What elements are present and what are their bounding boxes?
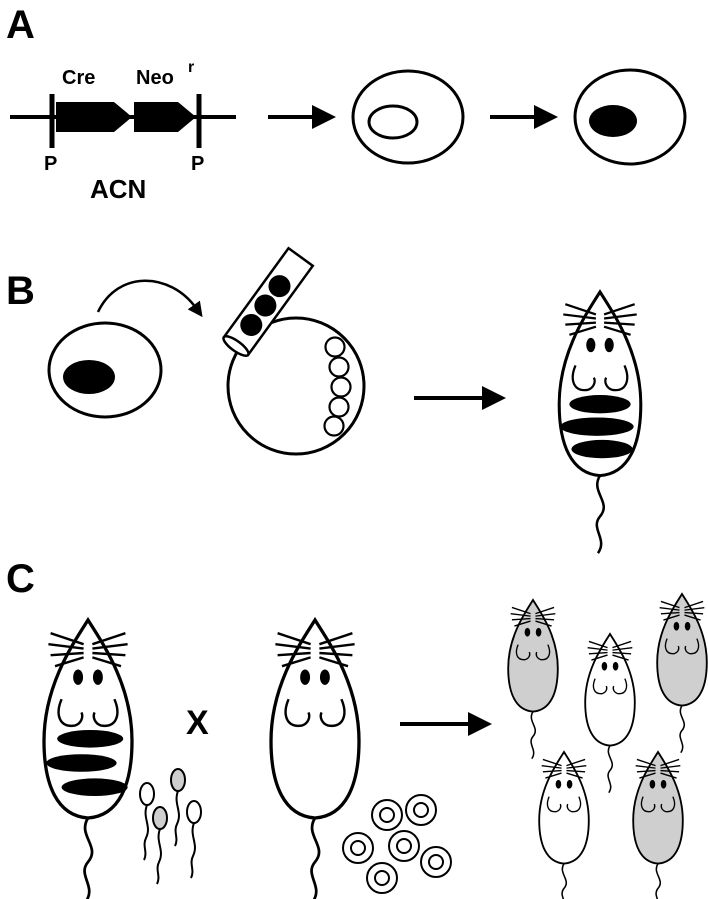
injection-pipette (222, 246, 315, 357)
panel-c-label: C (6, 557, 35, 601)
construct-name: ACN (90, 174, 146, 204)
promoter-right-label: P (191, 153, 204, 175)
panel-b-label: B (6, 269, 35, 313)
nucleus-empty (367, 104, 419, 140)
es-cell-donor (47, 321, 163, 419)
cross-symbol: X (186, 704, 209, 742)
chimera-mouse-b (557, 290, 643, 555)
es-cell-selected (573, 68, 687, 166)
blastocyst (226, 316, 366, 456)
sperm-cells (139, 768, 202, 885)
promoter-left-label: P (44, 153, 57, 175)
oocytes (342, 794, 452, 894)
chimera-mouse-c (42, 618, 134, 899)
offspring-mouse-white-2 (538, 751, 590, 899)
offspring-mouse-agouti-2 (656, 593, 708, 754)
offspring-mouse-agouti-1 (507, 599, 559, 760)
curved-arrow-injection (96, 279, 203, 318)
offspring-mouse-agouti-3 (632, 751, 684, 899)
nucleus-filled (589, 105, 637, 137)
acn-construct (10, 94, 236, 148)
neo-label: Neo (136, 67, 174, 89)
offspring-mouse-white-1 (584, 633, 636, 794)
cre-label: Cre (62, 67, 95, 89)
neo-superscript: r (188, 59, 194, 76)
es-cell-transfected (351, 69, 465, 165)
cre-gene-arrow (56, 102, 132, 132)
neo-gene-arrow (134, 102, 196, 132)
panel-a-label: A (6, 3, 35, 47)
